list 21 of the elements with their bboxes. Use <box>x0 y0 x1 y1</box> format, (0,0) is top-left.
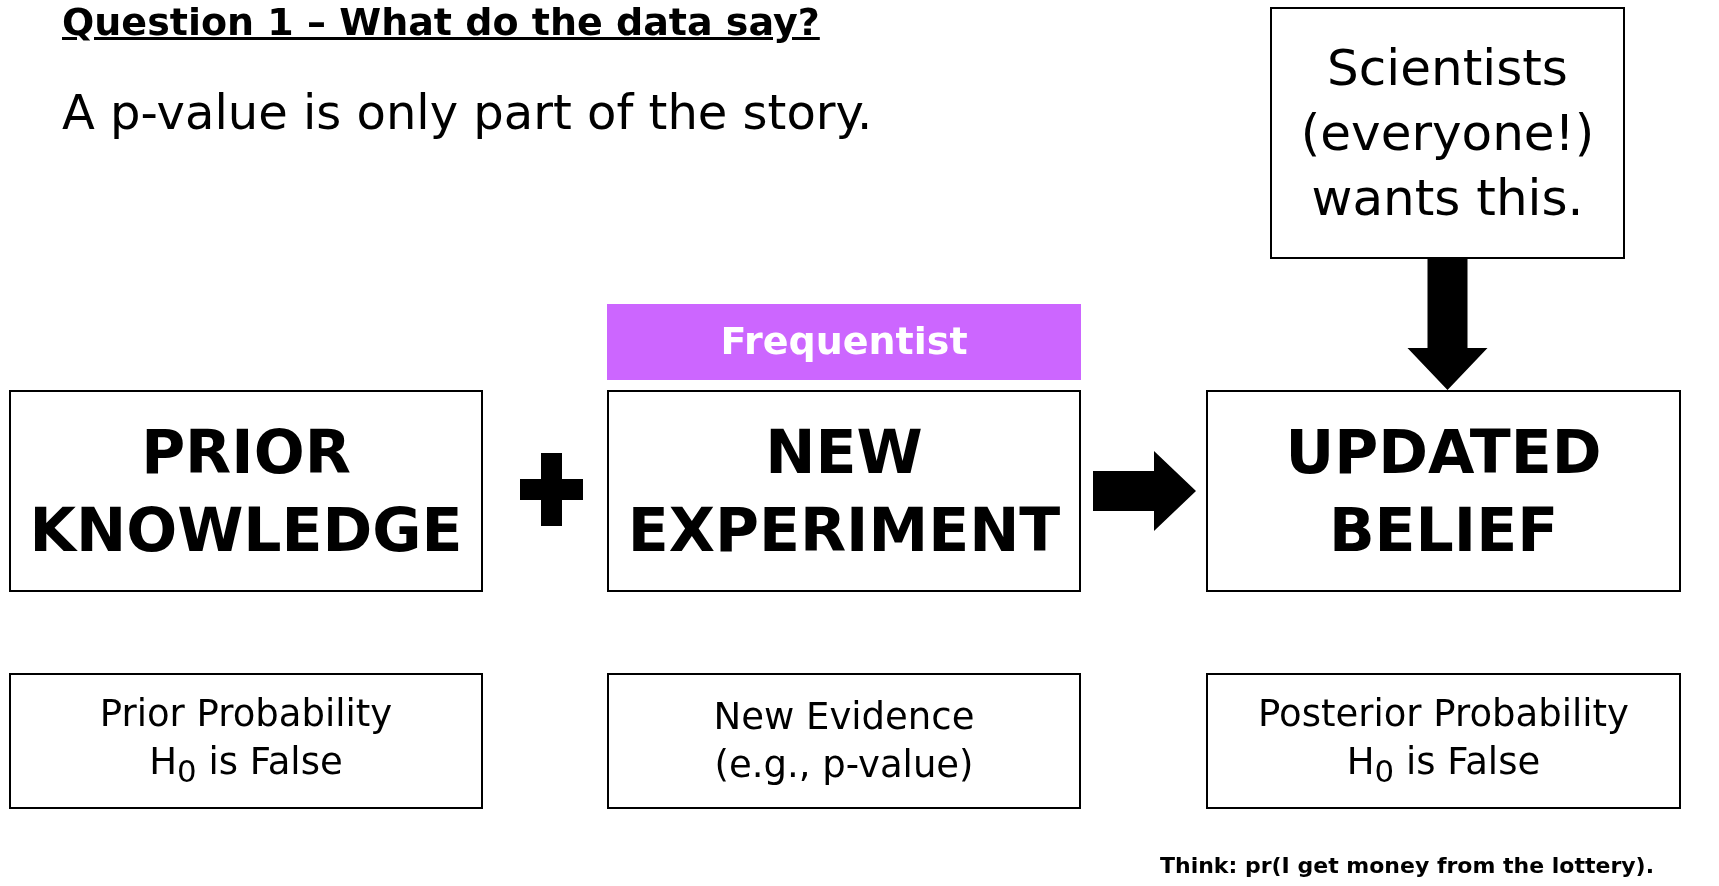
block-arrow <box>1093 451 1196 531</box>
box-text: Scientists (everyone!) wants this. <box>1299 37 1596 229</box>
subtitle-text: A p-value is only part of the story. <box>62 84 873 140</box>
box-text: Posterior Probability H$_{0}$ is False <box>1257 691 1630 792</box>
footnote-text: Think: pr(I get money from the lottery). <box>1160 853 1654 878</box>
box-heading: PRIOR KNOWLEDGE <box>28 416 464 567</box>
probability-box <box>1206 673 1681 809</box>
probability-box <box>9 673 483 809</box>
header-bar <box>607 304 1081 380</box>
concept-box <box>9 390 483 592</box>
box-heading: Frequentist <box>720 318 968 366</box>
slide-title: Question 1 – What do the data say? <box>62 0 820 44</box>
callout-box <box>1270 7 1625 259</box>
box-heading: NEW EXPERIMENT <box>626 416 1062 567</box>
block-arrow <box>1407 259 1488 390</box>
box-text: Prior Probability H$_{0}$ is False <box>98 691 394 792</box>
concept-box <box>607 390 1081 592</box>
box-heading: UPDATED BELIEF <box>1284 416 1603 567</box>
box-text: New Evidence (e.g., p-value) <box>712 693 976 788</box>
evidence-box <box>607 673 1081 809</box>
concept-box <box>1206 390 1681 592</box>
